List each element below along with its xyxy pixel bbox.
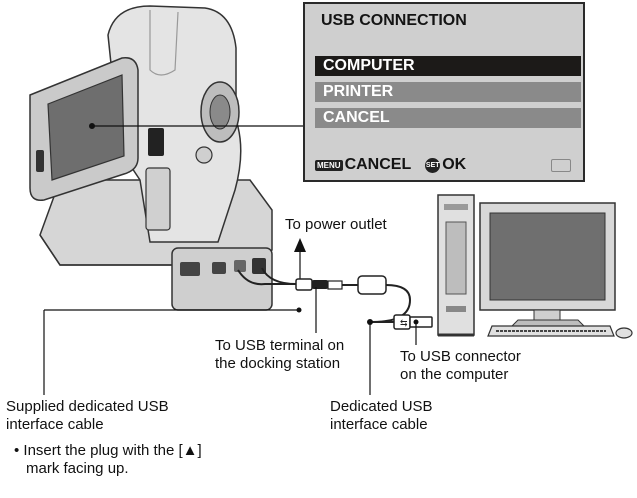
label-usb-connector-line2: on the computer: [400, 366, 509, 383]
camera-lcd-panel: [29, 57, 139, 201]
label-leaders: [43, 287, 419, 395]
screen-footer: MENU CANCEL SET OK: [315, 156, 466, 174]
battery-icon: [551, 159, 571, 172]
menu-item-computer[interactable]: COMPUTER: [315, 56, 581, 76]
computer-keyboard: [487, 325, 633, 339]
note-line1: • Insert the plug with the [▲]: [14, 442, 202, 459]
set-key-icon: SET: [425, 157, 441, 173]
menu-item-cancel[interactable]: CANCEL: [315, 108, 581, 128]
usb-connection-screen: USB CONNECTION COMPUTER PRINTER CANCEL M…: [303, 2, 585, 182]
label-supplied-cable-line1: Supplied dedicated USB: [6, 398, 169, 415]
menu-key-icon: MENU: [315, 159, 343, 171]
label-dedicated-cable-line2: interface cable: [330, 416, 428, 433]
svg-text:⇆: ⇆: [400, 318, 408, 328]
label-usb-connector-line1: To USB connector: [400, 348, 521, 365]
screen-leader: [89, 123, 303, 129]
footer-ok-label: OK: [442, 156, 467, 173]
note-line2: mark facing up.: [26, 460, 129, 477]
supplied-usb-cable: [237, 269, 387, 295]
label-supplied-cable-line2: interface cable: [6, 416, 104, 433]
menu-item-printer[interactable]: PRINTER: [315, 82, 581, 102]
label-usb-terminal-line1: To USB terminal on: [215, 337, 345, 354]
computer-tower: [437, 194, 475, 337]
camera: [107, 5, 242, 243]
computer-monitor: [479, 202, 616, 327]
label-usb-terminal-line2: the docking station: [215, 355, 341, 372]
label-power-outlet: To power outlet: [285, 216, 387, 233]
screen-title: USB CONNECTION: [321, 12, 467, 29]
label-dedicated-cable-line1: Dedicated USB: [330, 398, 433, 415]
footer-cancel-label: CANCEL: [344, 156, 412, 173]
